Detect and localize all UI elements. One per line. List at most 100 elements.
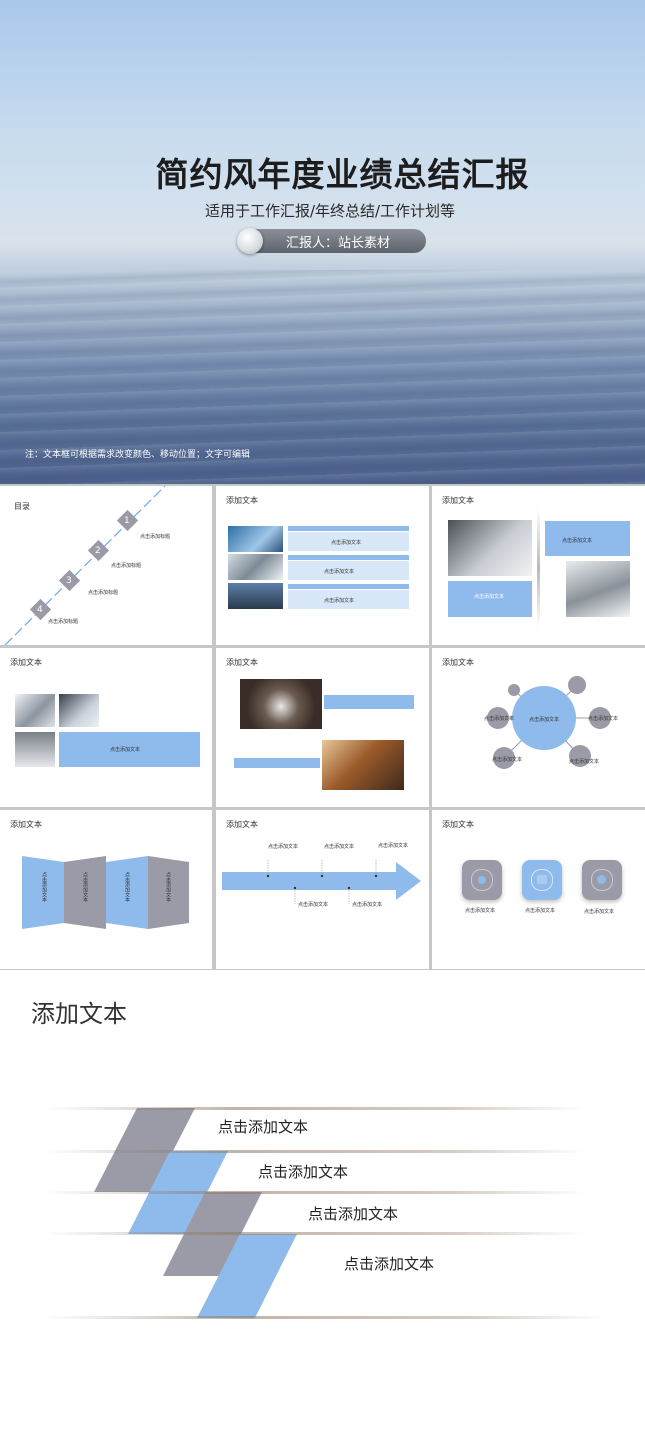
hub-diagram — [487, 676, 611, 769]
detail-item-4[interactable]: 点击添加文本 — [344, 1255, 435, 1273]
toc-label-3: 点击添加标题 — [88, 590, 119, 596]
slide-thumb-8[interactable]: 添加文本 点击添加文本 点击添加文本 点击添加文本 点击添加文本 点击添加文本 — [216, 810, 429, 969]
bar-label-2: 点击添加文本 — [324, 569, 355, 575]
gear-icon — [597, 875, 606, 884]
photo-office-2 — [228, 554, 283, 580]
block-label: 点击添加文本 — [110, 747, 141, 753]
photo-chart-hand — [59, 694, 99, 727]
document-icon — [537, 875, 547, 884]
panel-label-1: 点击添加文本 — [41, 872, 47, 902]
panel-label-3: 点击添加文本 — [124, 872, 130, 902]
toc-num-2: 2 — [95, 546, 101, 556]
hub-label-4: 点击添加文本 — [569, 759, 600, 765]
slide-thumb-6[interactable]: 添加文本 点击添加文本 点击添加文本 点击添加文本 点击添加文本 点击添加文本 — [432, 648, 645, 807]
reporter-text: 汇报人：站长素材 — [286, 236, 391, 251]
hub-center-label: 点击添加文本 — [529, 717, 560, 723]
slide-thumb-4[interactable]: 添加文本 点击添加文本 — [0, 648, 212, 807]
slide-title: 添加文本 — [442, 658, 474, 667]
detail-title: 添加文本 — [31, 1000, 127, 1028]
reporter-pill: 汇报人：站长素材 — [237, 228, 426, 254]
photo-meeting-top — [240, 679, 322, 729]
divider-line-4 — [45, 1232, 585, 1235]
photo-office-3 — [228, 583, 283, 609]
search-icon — [478, 876, 486, 884]
icon-tile-search[interactable] — [462, 860, 502, 900]
slide-title: 添加文本 — [226, 658, 258, 667]
slide-thumb-9[interactable]: 添加文本 点击添加文本 点击添加文本 点击添加文本 — [432, 810, 645, 969]
slide-thumbnail-grid: 目录 1 2 3 4 点击添加标题 点击添加标题 点击添加标题 点击添加标题 添… — [0, 484, 645, 970]
sea-background — [0, 270, 645, 484]
slide-title: 添加文本 — [226, 496, 258, 505]
slide-title: 添加文本 — [442, 496, 474, 505]
block-label-right: 点击添加文本 — [562, 538, 593, 544]
slide-title: 添加文本 — [442, 820, 474, 829]
divider-line-2 — [45, 1150, 585, 1153]
slide-title: 添加文本 — [10, 658, 42, 667]
block-label-left: 点击添加文本 — [474, 594, 505, 600]
cover-title: 简约风年度业绩总结汇报 — [155, 155, 530, 194]
timeline-arrow — [222, 860, 421, 904]
bar-label-3: 点击添加文本 — [324, 598, 355, 604]
toc-diamond-1 — [116, 509, 139, 532]
detail-slide: 添加文本 点击添加文本 点击添加文本 点击添加文本 点击添加文本 — [0, 970, 645, 1455]
detail-item-2[interactable]: 点击添加文本 — [258, 1163, 349, 1181]
slide-thumb-5[interactable]: 添加文本 — [216, 648, 429, 807]
toc-num-4: 4 — [37, 605, 43, 615]
photo-tablet — [448, 520, 532, 576]
folding-panels — [22, 856, 189, 929]
hub-label-2: 点击添加文本 — [588, 716, 619, 722]
slide-thumb-3[interactable]: 添加文本 点击添加文本 点击添加文本 — [432, 486, 645, 645]
timeline-label-2: 点击添加文本 — [324, 844, 355, 850]
icon-label-3: 点击添加文本 — [584, 909, 615, 915]
hub-label-1: 点击添加文本 — [484, 716, 515, 722]
text-bar-1[interactable] — [288, 532, 409, 551]
icon-label-2: 点击添加文本 — [525, 908, 556, 914]
photo-writing — [15, 694, 55, 727]
photo-office-1 — [228, 526, 283, 552]
photo-laptop — [566, 561, 630, 617]
slide-title: 添加文本 — [10, 820, 42, 829]
toc-diamond-2 — [87, 539, 110, 562]
toc-num-3: 3 — [66, 576, 72, 586]
timeline-label-3: 点击添加文本 — [378, 843, 409, 849]
divider-line-1 — [45, 1107, 585, 1110]
hub-label-3: 点击添加文本 — [492, 757, 523, 763]
toc-label-4: 点击添加标题 — [48, 619, 79, 625]
text-block-right[interactable] — [545, 521, 630, 556]
toc-dashed-line — [4, 486, 166, 645]
panel-label-4: 点击添加文本 — [165, 872, 171, 902]
toc-label-1: 点击添加标题 — [140, 534, 171, 540]
cover-slide: 简约风年度业绩总结汇报 适用于工作汇报/年终总结/工作计划等 汇报人：站长素材 … — [0, 0, 645, 484]
divider-line-5 — [45, 1316, 605, 1319]
timeline-label-4: 点击添加文本 — [298, 902, 329, 908]
slide-thumb-7[interactable]: 添加文本 点击添加文本 点击添加文本 点击添加文本 点击添加文本 — [0, 810, 212, 969]
toc-diamond-3 — [58, 569, 81, 592]
toc-diagram — [4, 486, 166, 645]
icon-tile-document[interactable] — [522, 860, 562, 900]
timeline-label-1: 点击添加文本 — [268, 844, 299, 850]
cover-subtitle: 适用于工作汇报/年终总结/工作计划等 — [204, 202, 456, 220]
detail-item-1[interactable]: 点击添加文本 — [218, 1118, 309, 1136]
photo-bar-chart — [15, 732, 55, 767]
stair-shape-4 — [197, 1234, 297, 1318]
slide-title: 添加文本 — [226, 820, 258, 829]
text-bar-bottom[interactable] — [234, 758, 320, 768]
detail-item-3[interactable]: 点击添加文本 — [308, 1205, 399, 1223]
cover-note: 注：文本框可根据需求改变颜色、移动位置；文字可编辑 — [25, 450, 251, 460]
icon-label-1: 点击添加文本 — [465, 908, 496, 914]
slide-thumb-toc[interactable]: 目录 1 2 3 4 点击添加标题 点击添加标题 点击添加标题 点击添加标题 — [0, 486, 212, 645]
toc-label-2: 点击添加标题 — [111, 563, 142, 569]
text-bar-top[interactable] — [324, 695, 414, 709]
text-bar-3[interactable] — [288, 590, 409, 609]
bar-label-1: 点击添加文本 — [331, 540, 362, 546]
slide-thumb-2[interactable]: 添加文本 点击添加文本 点击添加文本 点击添加文本 — [216, 486, 429, 645]
timeline-label-5: 点击添加文本 — [352, 902, 383, 908]
slide-title: 目录 — [14, 502, 30, 511]
text-block[interactable] — [59, 732, 200, 767]
pill-knob-icon — [237, 228, 263, 254]
panel-label-2: 点击添加文本 — [82, 872, 88, 902]
toc-num-1: 1 — [124, 516, 130, 526]
toc-diamond-4 — [29, 598, 52, 621]
icon-tile-gear[interactable] — [582, 860, 622, 900]
text-bar-2[interactable] — [288, 561, 409, 580]
